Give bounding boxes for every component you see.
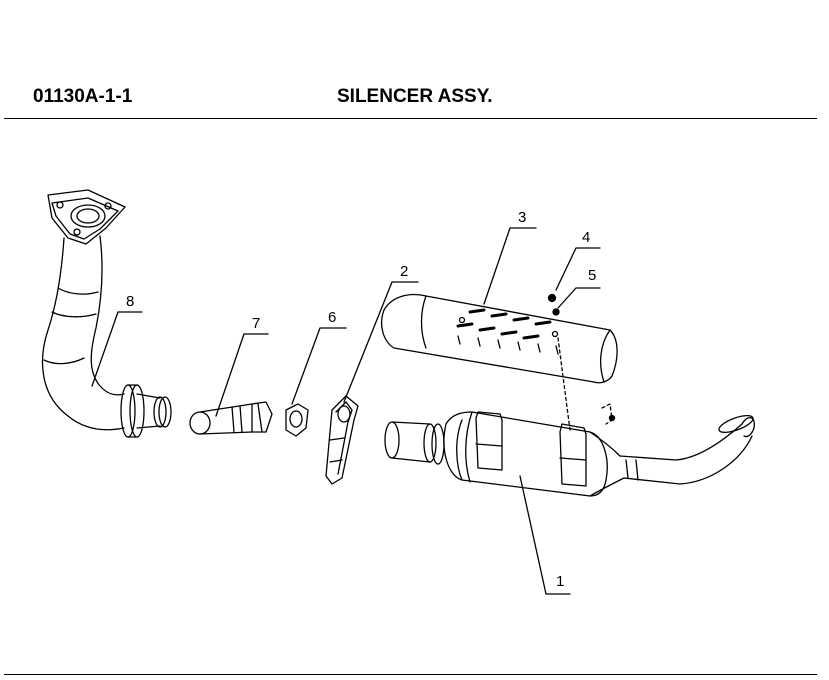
leader-7	[215, 333, 269, 417]
part-6-gasket[interactable]	[285, 403, 309, 437]
part-7-connector-pipe[interactable]	[189, 401, 273, 435]
callout-2: 2	[400, 263, 408, 280]
part-5-washer[interactable]	[552, 308, 560, 316]
callout-8: 8	[126, 293, 134, 310]
leader-8	[91, 311, 143, 387]
callout-4: 4	[582, 229, 590, 246]
header-divider	[4, 118, 817, 119]
part-3-heat-shield[interactable]	[380, 293, 618, 384]
assembly-guide-line	[601, 403, 613, 425]
part-4-bolt[interactable]	[547, 293, 557, 303]
diagram-title: SILENCER ASSY.	[337, 86, 493, 107]
leader-5	[557, 287, 601, 309]
diagram-code: 01130A-1-1	[33, 86, 133, 107]
leader-6	[291, 327, 347, 405]
footer-divider	[4, 674, 817, 675]
part-8-exhaust-pipe[interactable]	[41, 189, 172, 438]
part-2-clamp[interactable]	[325, 395, 359, 485]
callout-5: 5	[588, 267, 596, 284]
part-5-washer-alt	[608, 414, 616, 422]
part-1-muffler[interactable]	[384, 411, 755, 497]
callout-3: 3	[518, 209, 526, 226]
callout-1: 1	[556, 573, 564, 590]
leader-3	[483, 227, 537, 305]
callout-6: 6	[328, 309, 336, 326]
callout-7: 7	[252, 315, 260, 332]
leader-4	[555, 247, 601, 291]
leader-1	[519, 475, 571, 595]
leader-2	[343, 281, 419, 403]
assembly-guide-line	[557, 337, 571, 431]
leader-lines	[91, 227, 601, 595]
